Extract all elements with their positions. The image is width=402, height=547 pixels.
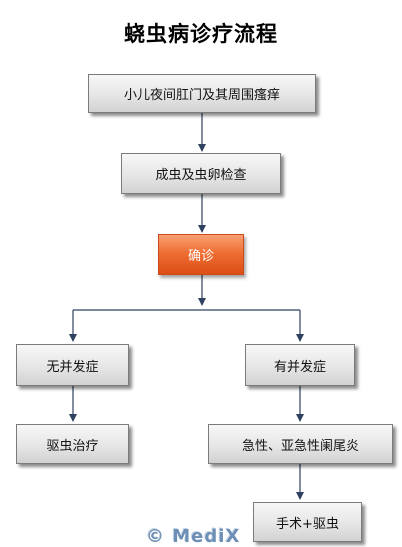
node-exam: 成虫及虫卵检查 xyxy=(121,153,281,194)
node-with-complication: 有并发症 xyxy=(245,344,355,386)
node-surgery: 手术+驱虫 xyxy=(253,502,362,542)
page-title: 蛲虫病诊疗流程 xyxy=(124,22,278,46)
node-treatment: 驱虫治疗 xyxy=(16,424,129,464)
node-diagnosis: 确诊 xyxy=(158,234,244,275)
node-appendicitis: 急性、亚急性阑尾炎 xyxy=(208,424,393,464)
node-no-complication: 无并发症 xyxy=(16,344,129,386)
node-symptom: 小儿夜间肛门及其周围瘙痒 xyxy=(88,74,316,113)
watermark: © MediX xyxy=(146,526,241,547)
